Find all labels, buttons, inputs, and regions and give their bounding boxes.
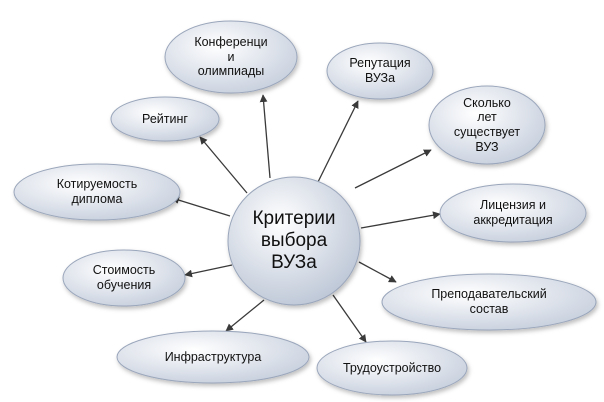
node-stoimost-ellipse bbox=[62, 249, 186, 307]
node-reputaciya-ellipse bbox=[326, 42, 434, 100]
node-prepodavatelskiy-ellipse bbox=[381, 273, 597, 331]
node-konferencii-ellipse bbox=[164, 20, 298, 94]
node-reyting-ellipse bbox=[110, 96, 220, 142]
arrow-to-reyting bbox=[199, 136, 248, 194]
arrow-to-konferencii bbox=[259, 94, 271, 179]
node-licenziya-ellipse bbox=[439, 183, 587, 243]
arrow-to-stoimost bbox=[184, 264, 233, 278]
arrow-to-infrastruktura bbox=[225, 299, 265, 332]
node-skolko-let-ellipse bbox=[428, 85, 546, 165]
arrow-to-licenziya bbox=[360, 211, 441, 229]
arrow-to-reputaciya bbox=[317, 100, 359, 183]
arrow-to-trudoustroystvo bbox=[332, 294, 367, 343]
arrow-to-kotiruemost bbox=[171, 196, 231, 217]
node-kotiruemost-ellipse bbox=[13, 163, 181, 221]
node-trudoustroystvo-ellipse bbox=[316, 340, 468, 396]
arrow-to-prepodavatelskiy bbox=[358, 261, 397, 283]
node-infrastruktura-ellipse bbox=[116, 330, 310, 384]
center-node-ellipse bbox=[227, 176, 361, 306]
arrow-to-skolko-let bbox=[354, 149, 432, 189]
